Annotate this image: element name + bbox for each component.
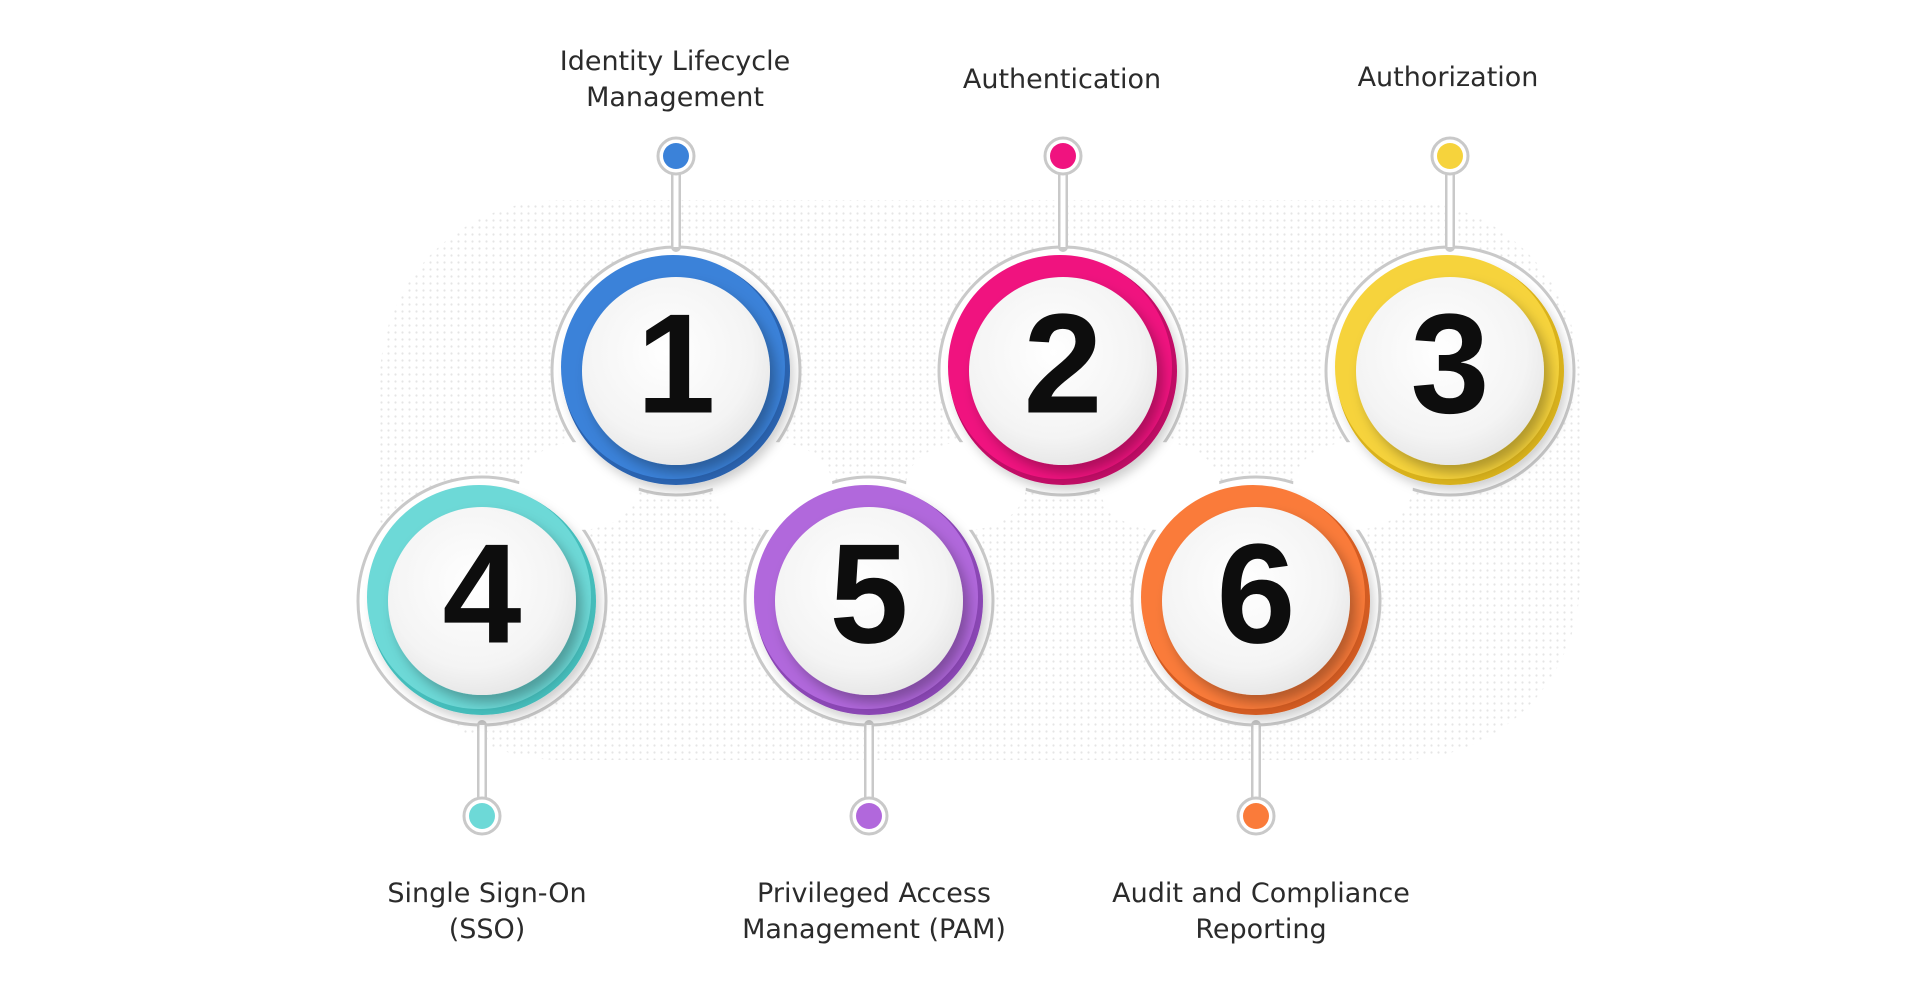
inner-disc-6: [1162, 507, 1350, 695]
step-number-6: 6: [1217, 515, 1296, 674]
step-label-4: Single Sign-On (SSO): [387, 878, 587, 945]
inner-disc-1: [582, 277, 770, 465]
pin-dot-6: [1243, 803, 1269, 829]
inner-disc-3: [1356, 277, 1544, 465]
step-number-3: 3: [1411, 285, 1490, 444]
pin-dot-4: [469, 803, 495, 829]
step-number-5: 5: [830, 515, 909, 674]
inner-disc-4: [388, 507, 576, 695]
step-label-3: Authorization: [1357, 62, 1539, 93]
step-number-2: 2: [1024, 285, 1103, 444]
step-label-2: Authentication: [962, 64, 1162, 95]
pin-dot-1: [663, 143, 689, 169]
track-bridge-5: [1293, 442, 1413, 530]
step-label-1: Identity Lifecycle Management: [559, 46, 791, 113]
inner-disc-5: [775, 507, 963, 695]
pin-dot-3: [1437, 143, 1463, 169]
step-number-4: 4: [443, 515, 522, 674]
track-bridge-1: [519, 442, 639, 530]
step-nodes: 1 2 3 4 5 6: [367, 255, 1564, 715]
connector-pins: [462, 136, 1470, 836]
step-number-1: 1: [637, 285, 716, 444]
step-label-5: Privileged Access Management (PAM): [742, 878, 1006, 945]
step-label-6: Audit and Compliance Reporting: [1112, 878, 1410, 945]
pin-dot-5: [856, 803, 882, 829]
track-bridge-3: [906, 442, 1026, 530]
inner-disc-2: [969, 277, 1157, 465]
pin-dot-2: [1050, 143, 1076, 169]
